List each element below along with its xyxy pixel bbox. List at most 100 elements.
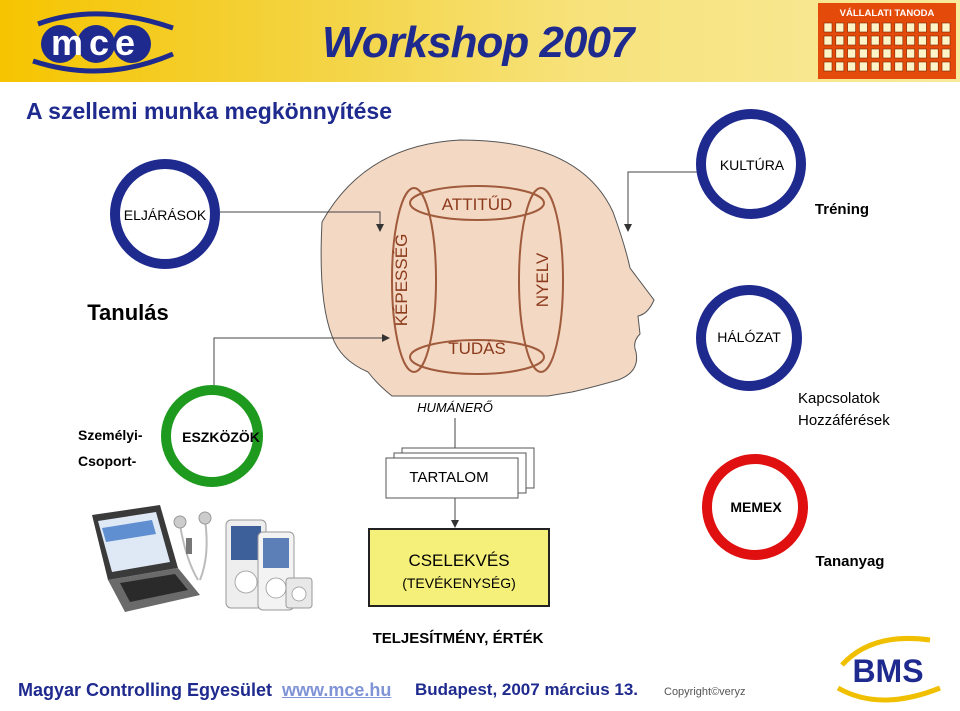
label-tevekenyseg: (TEVÉKENYSÉG) <box>402 575 516 591</box>
bms-logo: BMS <box>836 635 941 703</box>
badge-window <box>835 48 845 59</box>
logo-circle-1 <box>41 25 79 63</box>
badge-window <box>870 48 880 59</box>
badge-window <box>823 22 833 33</box>
badge-window <box>918 22 927 33</box>
badge-window <box>847 35 856 46</box>
logo-arc-bottom <box>32 51 174 74</box>
badge-window <box>906 61 915 72</box>
badge-window <box>941 35 951 46</box>
badge-window <box>906 48 915 59</box>
footer-copyright: Copyright©veryz <box>664 686 746 698</box>
cselekves-box <box>368 528 550 607</box>
badge-window <box>894 61 904 72</box>
label-hozzaferesek: Hozzáférések <box>798 412 890 429</box>
kepesseg-ellipse <box>391 187 437 373</box>
badge-window <box>835 22 845 33</box>
connector-kultura <box>624 171 697 232</box>
badge-window <box>835 61 845 72</box>
page-title: Workshop 2007 <box>322 18 634 67</box>
badge-window <box>882 48 892 59</box>
tartalom-doc-1 <box>385 457 519 499</box>
badge-window <box>906 35 915 46</box>
subtitle: A szellemi munka megkönnyítése <box>26 98 393 124</box>
logo-circle-2 <box>77 25 115 63</box>
badge-window <box>835 35 845 46</box>
ring-halozat <box>696 285 802 391</box>
label-tanulas: Tanulás <box>87 300 169 325</box>
label-eszkozok: ESZKÖZÖK <box>182 429 260 445</box>
label-humanero: HUMÁNERŐ <box>417 400 493 415</box>
badge-window <box>847 22 856 33</box>
badge-window <box>894 48 904 59</box>
label-memex: MEMEX <box>730 499 782 515</box>
badge-title: VÁLLALATI TANODA <box>840 8 935 19</box>
building-icon <box>823 22 951 72</box>
label-kultura: KULTÚRA <box>720 157 785 173</box>
label-nyelv: NYELV <box>533 252 552 307</box>
badge-window <box>847 48 856 59</box>
label-tudas: TUDÁS <box>448 339 506 358</box>
badge-window <box>859 48 868 59</box>
earphones-icon <box>173 511 212 581</box>
badge-window <box>870 61 880 72</box>
ring-memex <box>702 454 808 560</box>
label-halozat: HÁLÓZAT <box>717 329 781 345</box>
label-tartalom: TARTALOM <box>409 469 488 486</box>
badge-window <box>929 48 939 59</box>
badge-window <box>894 22 904 33</box>
bms-logo-text: BMS <box>852 653 923 689</box>
label-kapcsolatok: Kapcsolatok <box>798 390 880 407</box>
badge-window <box>918 48 927 59</box>
ring-eljarasok <box>110 159 220 269</box>
connector-eszkozok <box>213 334 390 385</box>
tudas-ellipse <box>409 339 545 375</box>
ring-eszkozok <box>161 385 263 487</box>
badge-window <box>859 61 868 72</box>
label-tananyag: Tananyag <box>816 553 885 570</box>
badge-window <box>929 22 939 33</box>
header-banner <box>0 0 960 82</box>
laptop-icon <box>92 505 200 612</box>
logo-text: mce <box>51 22 141 63</box>
label-attitud: ATTITŰD <box>442 195 513 214</box>
footer-url-link[interactable]: www.mce.hu <box>282 680 392 700</box>
ipod-icons <box>225 519 313 611</box>
badge-window <box>906 22 915 33</box>
badge-window <box>941 48 951 59</box>
head-silhouette <box>320 139 655 397</box>
ring-kultura <box>696 109 806 219</box>
badge-window <box>941 61 951 72</box>
logo-arc-top <box>37 11 174 31</box>
label-eljarasok: ELJÁRÁSOK <box>124 207 207 223</box>
label-szemelyi: Személyi- <box>78 427 143 443</box>
badge-window <box>929 61 939 72</box>
attitud-ellipse <box>409 185 545 221</box>
label-kepesseg: KÉPESSÉG <box>392 234 411 327</box>
badge-window <box>870 22 880 33</box>
badge-window <box>882 22 892 33</box>
badge-window <box>918 61 927 72</box>
badge-window <box>859 35 868 46</box>
label-csoport: Csoport- <box>78 453 137 469</box>
connector-eljarasok <box>220 211 384 232</box>
badge-window <box>929 35 939 46</box>
badge-window <box>870 35 880 46</box>
footer-place-date: Budapest, 2007 március 13. <box>415 680 639 699</box>
badge-window <box>823 61 833 72</box>
label-teljesitmeny: TELJESÍTMÉNY, ÉRTÉK <box>373 630 544 647</box>
badge-window <box>918 35 927 46</box>
label-cselekves: CSELEKVÉS <box>408 551 509 570</box>
badge-window <box>823 35 833 46</box>
badge-window <box>823 48 833 59</box>
badge-window <box>882 61 892 72</box>
nyelv-ellipse <box>518 187 564 373</box>
mce-logo: mce <box>32 11 174 74</box>
vallalati-tanoda-badge: VÁLLALATI TANODA <box>818 3 956 79</box>
badge-window <box>894 35 904 46</box>
badge-window <box>882 35 892 46</box>
logo-circle-3 <box>113 25 151 63</box>
footer-org: Magyar Controlling Egyesület <box>18 680 273 700</box>
badge-window <box>847 61 856 72</box>
